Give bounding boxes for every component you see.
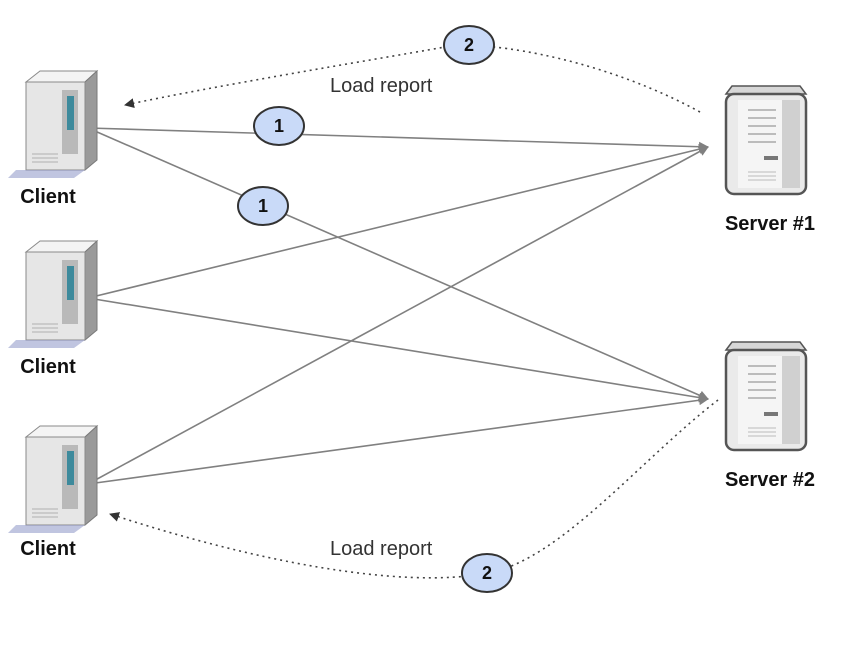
client-server-icon — [7, 240, 98, 349]
step-number: 1 — [274, 116, 284, 136]
edge-client2-server1 — [87, 144, 709, 299]
client-label: Client — [20, 356, 76, 378]
request-lines — [87, 127, 709, 485]
step-number: 2 — [482, 563, 492, 583]
server-icon — [724, 84, 808, 196]
server-node-2: Server #2 — [724, 340, 815, 491]
client-label: Client — [20, 186, 76, 208]
step-badge-1b: 1 — [237, 186, 289, 226]
edge-client1-server1 — [87, 127, 709, 152]
load-report-label-top: Load report — [330, 75, 433, 97]
server-label: Server #2 — [725, 469, 815, 491]
edge-client3-server2 — [87, 395, 709, 485]
server-label: Server #1 — [725, 213, 815, 235]
client-label: Client — [20, 538, 76, 560]
client-node-1: Client — [7, 70, 98, 208]
client-node-3: Client — [7, 425, 98, 560]
step-number: 2 — [464, 35, 474, 55]
client-server-icon — [7, 425, 98, 534]
edge-client1-server2 — [87, 127, 709, 400]
edge-client3-server1 — [87, 146, 709, 485]
client-server-icon — [7, 70, 98, 179]
step-badge-2a: 2 — [443, 25, 495, 65]
step-number: 1 — [258, 196, 268, 216]
client-node-2: Client — [7, 240, 98, 378]
load-report-label-bottom: Load report — [330, 538, 433, 560]
server-icon — [724, 340, 808, 452]
step-badge-2b: 2 — [461, 553, 513, 593]
step-badge-1a: 1 — [253, 106, 305, 146]
server-node-1: Server #1 — [724, 84, 815, 235]
edge-client2-server2 — [87, 297, 709, 403]
